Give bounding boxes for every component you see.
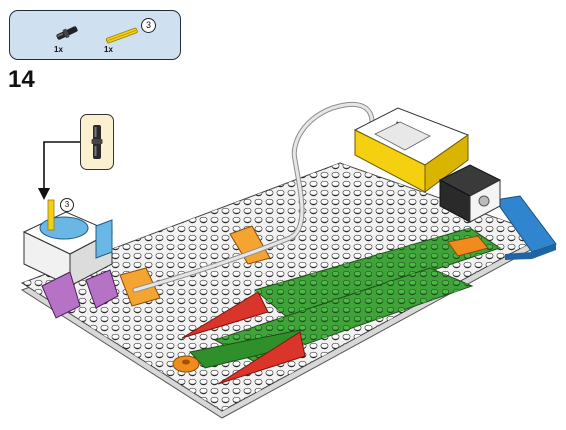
green-track-plates <box>189 227 502 369</box>
yellow-axle-icon <box>105 27 138 44</box>
parts-list-panel: 1x 3 1x <box>9 10 181 60</box>
callout-arrow <box>38 141 82 200</box>
yellow-axle-quantity: 1x <box>104 45 113 54</box>
step-number: 14 <box>8 66 35 93</box>
orange-plates <box>119 225 489 373</box>
blue-plate <box>494 195 557 260</box>
axle-length-badge: 3 <box>141 18 156 33</box>
black-connector-peg-quantity: 1x <box>54 45 63 54</box>
black-connector-peg-icon <box>91 125 103 159</box>
red-wedge-plates <box>181 291 306 385</box>
black-connector-peg-icon <box>56 26 78 40</box>
assembly-axle-length-badge: 3 <box>60 198 74 212</box>
motor-assembly <box>22 199 119 319</box>
connection-cable <box>132 101 375 293</box>
color-sensor <box>438 164 502 223</box>
part-callout <box>80 114 114 170</box>
smart-hub <box>353 107 470 193</box>
